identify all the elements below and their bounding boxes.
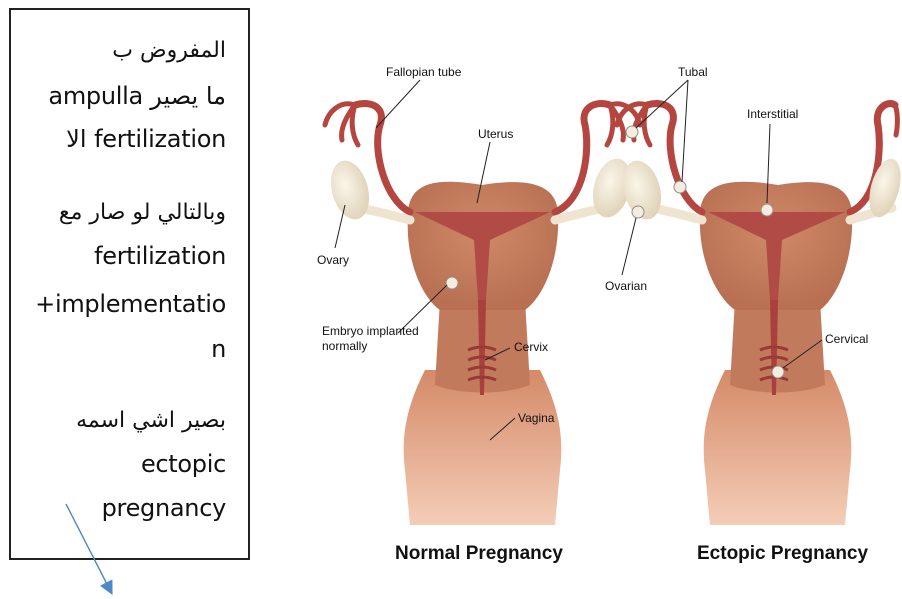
label-embryo-line2: normally xyxy=(322,339,367,353)
label-uterus: Uterus xyxy=(478,127,513,141)
ectopic-interstitial-site xyxy=(761,204,773,216)
label-interstitial: Interstitial xyxy=(747,107,798,121)
label-cervix: Cervix xyxy=(514,340,548,354)
normal-left-fimbriae xyxy=(325,104,358,145)
ectopic-ovarian-site xyxy=(632,206,644,218)
label-ovary: Ovary xyxy=(317,253,349,267)
label-fallopian-tube: Fallopian tube xyxy=(386,65,462,79)
normal-uterus-illustration xyxy=(325,104,640,525)
label-embryo-line1: Embryo implanted xyxy=(322,324,419,338)
annotation-arrow xyxy=(66,504,110,590)
ectopic-uterus-illustration xyxy=(617,104,902,525)
ectopic-cervical-site xyxy=(772,366,784,378)
normal-embryo xyxy=(446,277,458,289)
caption-normal-pregnancy: Normal Pregnancy xyxy=(395,543,563,564)
ectopic-right-fimbriae xyxy=(895,105,897,135)
label-ovarian: Ovarian xyxy=(605,279,647,293)
caption-ectopic-pregnancy: Ectopic Pregnancy xyxy=(697,543,868,564)
label-cervical: Cervical xyxy=(825,332,868,346)
ectopic-vagina-shape xyxy=(704,370,852,525)
label-tubal: Tubal xyxy=(678,65,708,79)
ectopic-tubal-site-2 xyxy=(674,181,686,193)
label-vagina: Vagina xyxy=(518,411,555,425)
